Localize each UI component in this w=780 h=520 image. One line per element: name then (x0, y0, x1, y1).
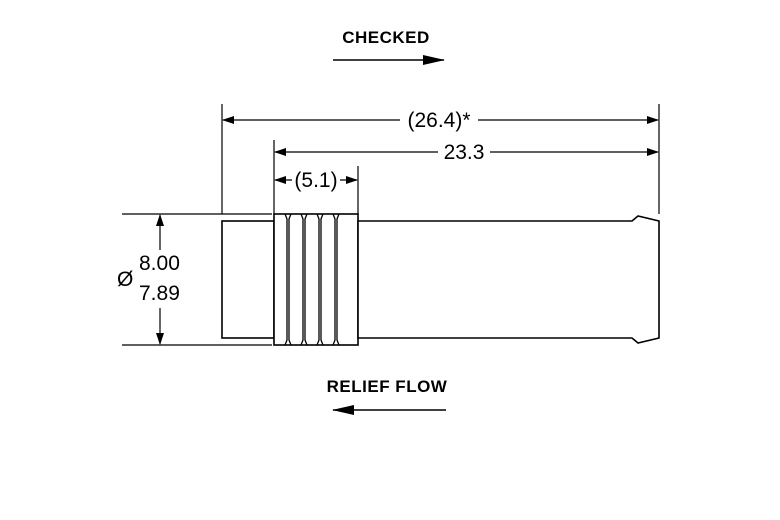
part-grooves (284, 213, 340, 346)
diameter-symbol: Ø (117, 268, 133, 291)
relief-flow-label: RELIEF FLOW (327, 377, 448, 396)
diameter-max-text: 8.00 (139, 252, 180, 275)
groove-length-text: (5.1) (294, 169, 337, 192)
checked-label: CHECKED (342, 28, 430, 47)
diameter-min-text: 7.89 (139, 282, 180, 305)
body-length-text: 23.3 (444, 141, 485, 164)
part-body (357, 215, 660, 344)
overall-length-text: (26.4)* (407, 109, 470, 132)
part-grooved-section (273, 213, 359, 346)
part-cap (221, 220, 275, 339)
